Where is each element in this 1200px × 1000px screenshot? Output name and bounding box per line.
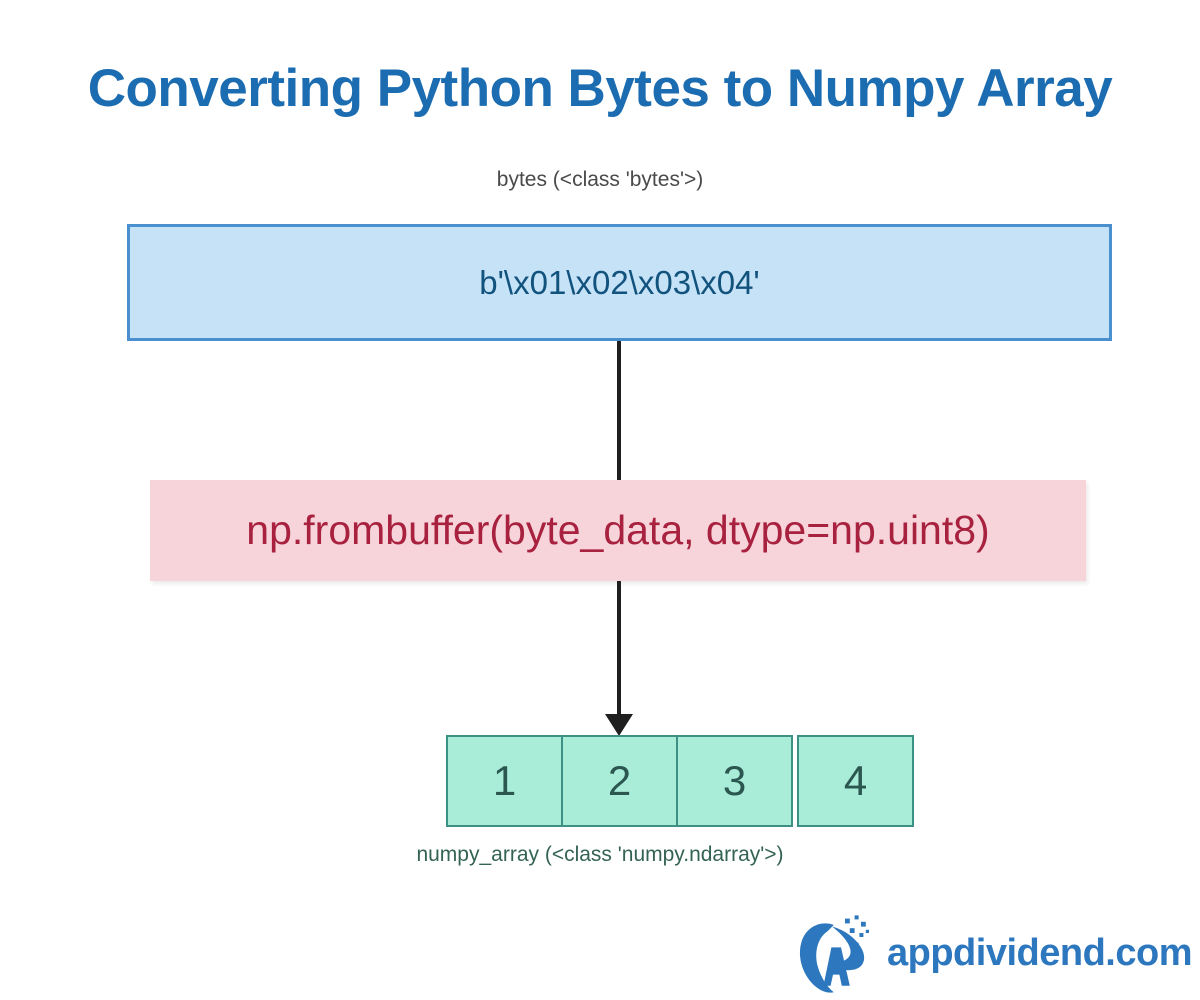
page-title: Converting Python Bytes to Numpy Array: [87, 59, 1113, 118]
frombuffer-expression-text: np.frombuffer(byte_data, dtype=np.uint8): [246, 507, 990, 553]
numpy-array-caption: numpy_array (<class 'numpy.ndarray'>): [416, 843, 784, 866]
array-cell: 2: [561, 735, 678, 827]
appdividend-logo-text: appdividend.com: [887, 931, 1192, 974]
connector-function-to-array: [617, 581, 621, 721]
array-cell: 3: [676, 735, 793, 827]
bytes-box: b'\x01\x02\x03\x04': [127, 224, 1112, 341]
connector-bytes-to-function: [617, 341, 621, 480]
array-cell: 1: [446, 735, 563, 827]
numpy-array-row: 1 2 3 4: [446, 735, 914, 827]
frombuffer-function-box: np.frombuffer(byte_data, dtype=np.uint8): [150, 480, 1086, 581]
array-cell: 4: [797, 735, 914, 827]
bytes-caption: bytes (<class 'bytes'>): [496, 168, 704, 191]
appdividend-logo[interactable]: appdividend.com: [797, 912, 1192, 994]
appdividend-logo-icon: [799, 915, 869, 993]
arrow-down-icon: [605, 714, 633, 736]
bytes-value-text: b'\x01\x02\x03\x04': [479, 263, 760, 301]
